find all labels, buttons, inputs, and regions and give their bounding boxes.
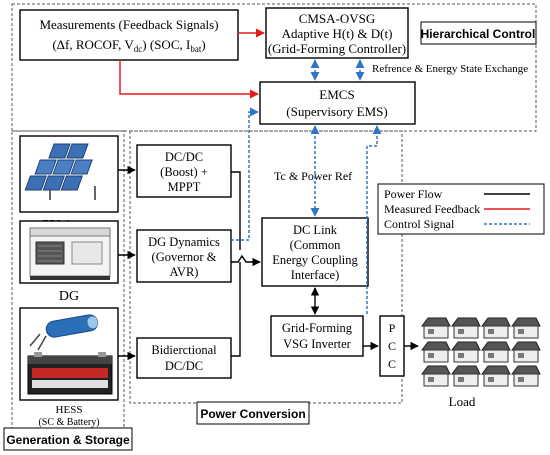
svg-text:EMCS: EMCS bbox=[319, 87, 354, 102]
svg-text:Power Conversion: Power Conversion bbox=[200, 407, 305, 421]
generator-icon bbox=[29, 227, 111, 280]
svg-text:(Boost) +: (Boost) + bbox=[160, 165, 208, 179]
dcdc-boost-block: DC/DC (Boost) + MPPT bbox=[136, 144, 232, 198]
svg-text:MPPT: MPPT bbox=[168, 180, 201, 194]
dc-link-block: DC Link (Common Energy Coupling Interfac… bbox=[261, 217, 369, 287]
svg-text:(Common: (Common bbox=[290, 238, 341, 252]
pcc-block: P C C bbox=[379, 315, 405, 377]
house-icon bbox=[451, 317, 481, 339]
measurements-block: Measurements (Feedback Signals) (Δf, ROC… bbox=[19, 9, 239, 61]
legend-power-flow: Power Flow bbox=[384, 187, 443, 201]
power-conversion-label: Power Conversion bbox=[196, 401, 310, 425]
svg-text:DC Link: DC Link bbox=[293, 223, 338, 237]
house-icon bbox=[421, 317, 451, 339]
svg-text:P: P bbox=[389, 321, 396, 335]
svg-text:Measurements (Feedback Signals: Measurements (Feedback Signals) bbox=[39, 17, 218, 32]
legend-measured-feedback: Measured Feedback bbox=[384, 202, 480, 216]
house-icon bbox=[511, 317, 541, 339]
ref-exchange-label: Refrence & Energy State Exchange bbox=[372, 63, 528, 75]
svg-text:Hierarchical Control: Hierarchical Control bbox=[421, 27, 536, 41]
hierarchical-control-label: Hierarchical Control bbox=[420, 21, 537, 45]
svg-text:Grid-Forming: Grid-Forming bbox=[282, 321, 353, 335]
tc-power-ref-label: Tc & Power Ref bbox=[274, 169, 352, 183]
svg-text:DG Dynamics: DG Dynamics bbox=[148, 235, 220, 249]
hess-label-line1: HESS bbox=[56, 404, 83, 416]
house-icon bbox=[481, 317, 511, 339]
dg-block bbox=[19, 220, 119, 284]
house-icon bbox=[421, 341, 451, 363]
svg-text:(Supervisory EMS): (Supervisory EMS) bbox=[286, 104, 387, 119]
svg-text:C: C bbox=[388, 357, 396, 371]
svg-text:Generation & Storage: Generation & Storage bbox=[6, 433, 130, 447]
hierarchical-control-region bbox=[11, 3, 537, 132]
svg-text:Interface): Interface) bbox=[291, 268, 340, 282]
house-icon bbox=[421, 365, 451, 387]
cmsa-ovsg-block: CMSA-OVSG Adaptive H(t) & D(t) (Grid-For… bbox=[265, 7, 409, 59]
hess-block bbox=[19, 307, 119, 401]
svg-text:AVR): AVR) bbox=[170, 265, 199, 279]
emcs-block: EMCS (Supervisory EMS) bbox=[259, 81, 416, 125]
dg-label: DG bbox=[59, 289, 79, 304]
svg-text:Energy Coupling: Energy Coupling bbox=[272, 253, 358, 267]
load-houses-icon bbox=[421, 317, 541, 387]
house-icon bbox=[511, 341, 541, 363]
svg-text:Adaptive H(t) & D(t): Adaptive H(t) & D(t) bbox=[282, 26, 393, 41]
svg-text:DC/DC: DC/DC bbox=[165, 359, 203, 373]
house-icon bbox=[481, 341, 511, 363]
house-icon bbox=[451, 341, 481, 363]
svg-text:DC/DC: DC/DC bbox=[165, 150, 203, 164]
control-signal-lines bbox=[231, 59, 382, 314]
bidirectional-dcdc-block: Bidierctional DC/DC bbox=[136, 337, 232, 379]
dg-dynamics-block: DG Dynamics (Governor & AVR) bbox=[136, 229, 232, 283]
svg-text:(Governor &: (Governor & bbox=[152, 250, 217, 264]
measured-feedback-lines bbox=[119, 28, 265, 99]
svg-text:CMSA-OVSG: CMSA-OVSG bbox=[299, 11, 376, 26]
hess-label-line2: (SC & Battery) bbox=[38, 417, 99, 428]
vsg-inverter-block: Grid-Forming VSG Inverter bbox=[270, 315, 364, 357]
house-icon bbox=[481, 365, 511, 387]
power-flow-lines bbox=[118, 165, 419, 361]
load-label: Load bbox=[449, 394, 476, 409]
pv-array-block bbox=[19, 135, 119, 213]
house-icon bbox=[451, 365, 481, 387]
svg-text:Bidierctional: Bidierctional bbox=[151, 343, 217, 357]
svg-text:VSG Inverter: VSG Inverter bbox=[283, 337, 352, 351]
svg-text:(Δf, ROCOF, Vdc) (SOC, Ibat): (Δf, ROCOF, Vdc) (SOC, Ibat) bbox=[52, 37, 205, 54]
supercapacitor-icon bbox=[29, 314, 99, 351]
svg-text:C: C bbox=[388, 339, 396, 353]
solar-panel-icon bbox=[24, 143, 96, 200]
svg-text:(Grid-Forming Controller): (Grid-Forming Controller) bbox=[268, 41, 406, 56]
legend-control-signal: Control Signal bbox=[384, 217, 455, 231]
generation-storage-label: Generation & Storage bbox=[3, 427, 133, 451]
battery-icon bbox=[27, 352, 113, 395]
house-icon bbox=[511, 365, 541, 387]
legend: Power Flow Measured Feedback Control Sig… bbox=[377, 183, 545, 235]
